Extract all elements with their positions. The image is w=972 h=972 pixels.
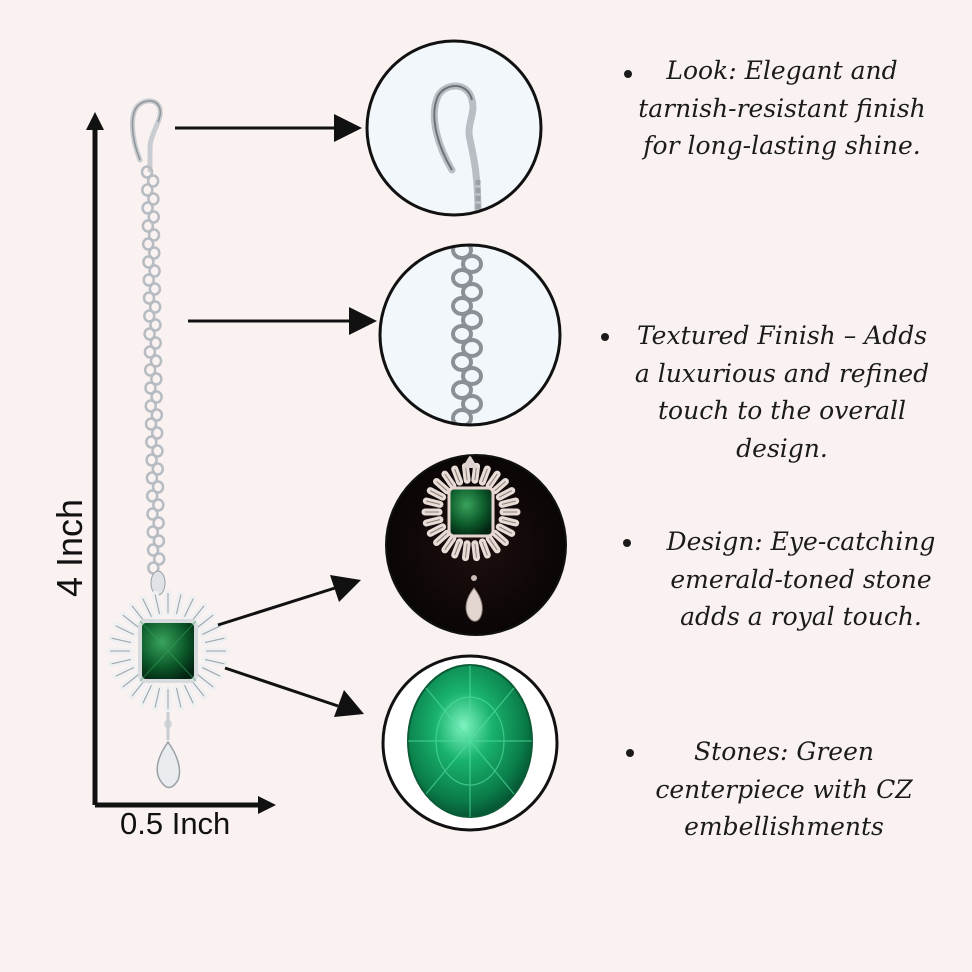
hook-illustration: [129, 98, 163, 173]
height-dimension-label: 4 Inch: [49, 498, 90, 598]
callout-arrows: [175, 114, 377, 717]
dimension-axes: [86, 112, 276, 814]
feature-design-text: Design: Eye-catching emerald-toned stone…: [666, 527, 936, 631]
pendant-closeup-circle: [385, 454, 567, 636]
feature-texture-text: Textured Finish – Adds a luxurious and r…: [634, 321, 930, 463]
bullet-icon: [626, 749, 634, 757]
feature-look-text: Look: Elegant and tarnish-resistant fini…: [638, 56, 926, 160]
emerald-closeup-circle: [381, 654, 559, 832]
pendant-illustration: [106, 570, 230, 789]
feature-stones-text: Stones: Green centerpiece with CZ embell…: [655, 737, 913, 841]
bullet-icon: [623, 539, 631, 547]
hook-closeup-circle: [365, 39, 543, 217]
bullet-icon: [624, 70, 632, 78]
bullet-icon: [601, 333, 609, 341]
width-dimension-label: 0.5 Inch: [120, 806, 231, 841]
chain-closeup-circle: [378, 243, 562, 427]
chain-illustration: [140, 165, 166, 575]
